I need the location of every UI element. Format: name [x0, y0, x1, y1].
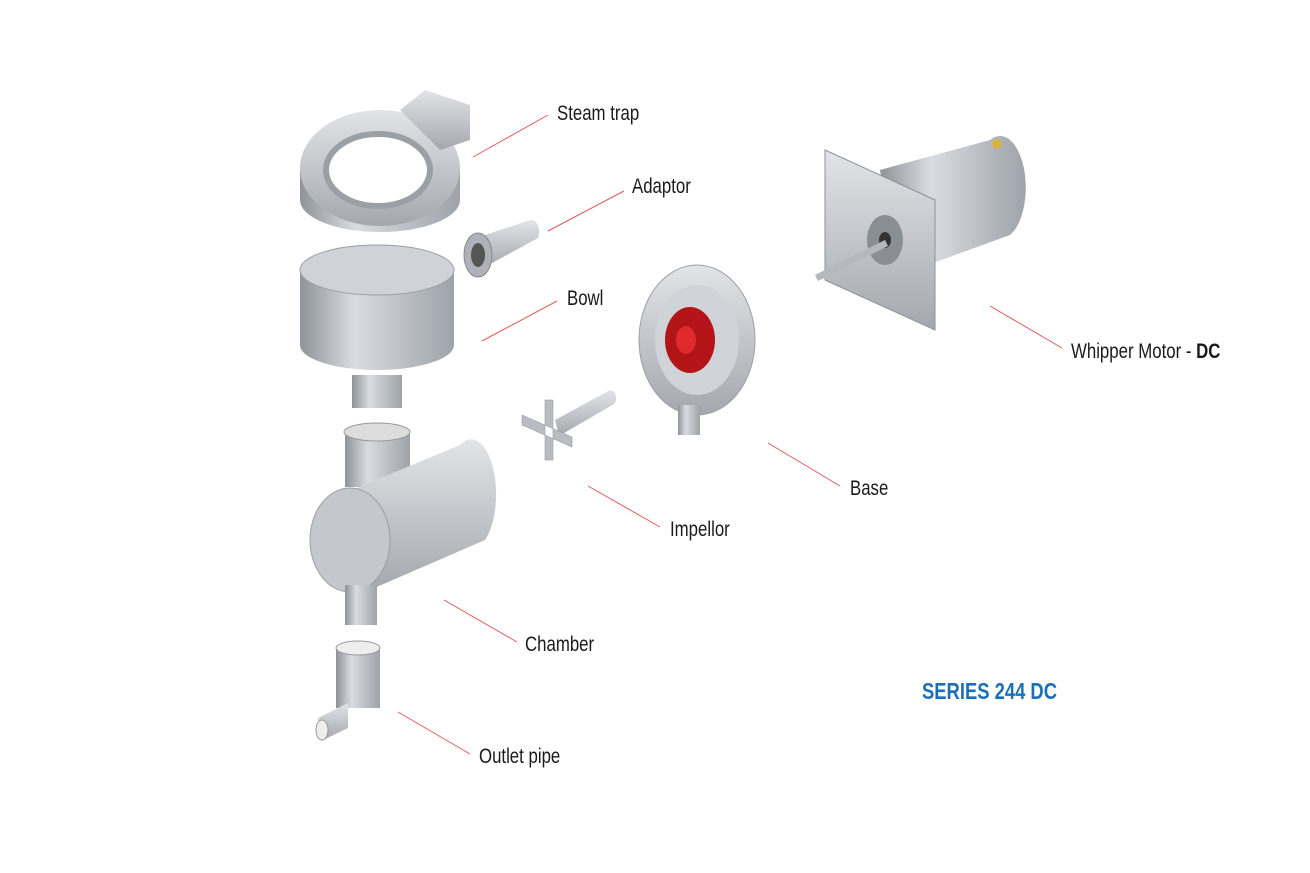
whipper-motor-part: [815, 135, 1026, 331]
impellor-part: [521, 389, 617, 461]
leader-steam-trap: [472, 114, 549, 158]
leader-whipper-motor: [989, 305, 1063, 349]
label-impellor: Impellor: [670, 518, 730, 541]
leader-impellor: [587, 485, 661, 528]
leader-adaptor: [547, 190, 625, 232]
label-chamber: Chamber: [525, 633, 595, 656]
leader-lines: [397, 114, 1063, 755]
leader-chamber: [443, 599, 518, 643]
label-whipper-motor-suffix: DC: [1196, 340, 1221, 363]
bowl-part: [299, 244, 455, 408]
adaptor-part: [463, 219, 540, 278]
chamber-part: [309, 422, 497, 625]
outlet-pipe-part: [315, 640, 381, 741]
label-adaptor: Adaptor: [632, 175, 691, 198]
leader-bowl: [481, 300, 558, 342]
label-whipper-motor: Whipper Motor - DC: [1071, 340, 1220, 364]
label-outlet-pipe: Outlet pipe: [479, 745, 561, 768]
leader-base: [767, 442, 841, 487]
label-bowl: Bowl: [567, 287, 604, 310]
leader-outlet-pipe: [397, 711, 471, 755]
label-steam-trap: Steam trap: [557, 102, 640, 125]
label-whipper-motor-text: Whipper Motor -: [1071, 340, 1197, 363]
steam-trap-part: [300, 90, 470, 232]
label-base: Base: [850, 477, 889, 500]
series-title: SERIES 244 DC: [922, 678, 1057, 704]
base-part: [638, 264, 756, 435]
